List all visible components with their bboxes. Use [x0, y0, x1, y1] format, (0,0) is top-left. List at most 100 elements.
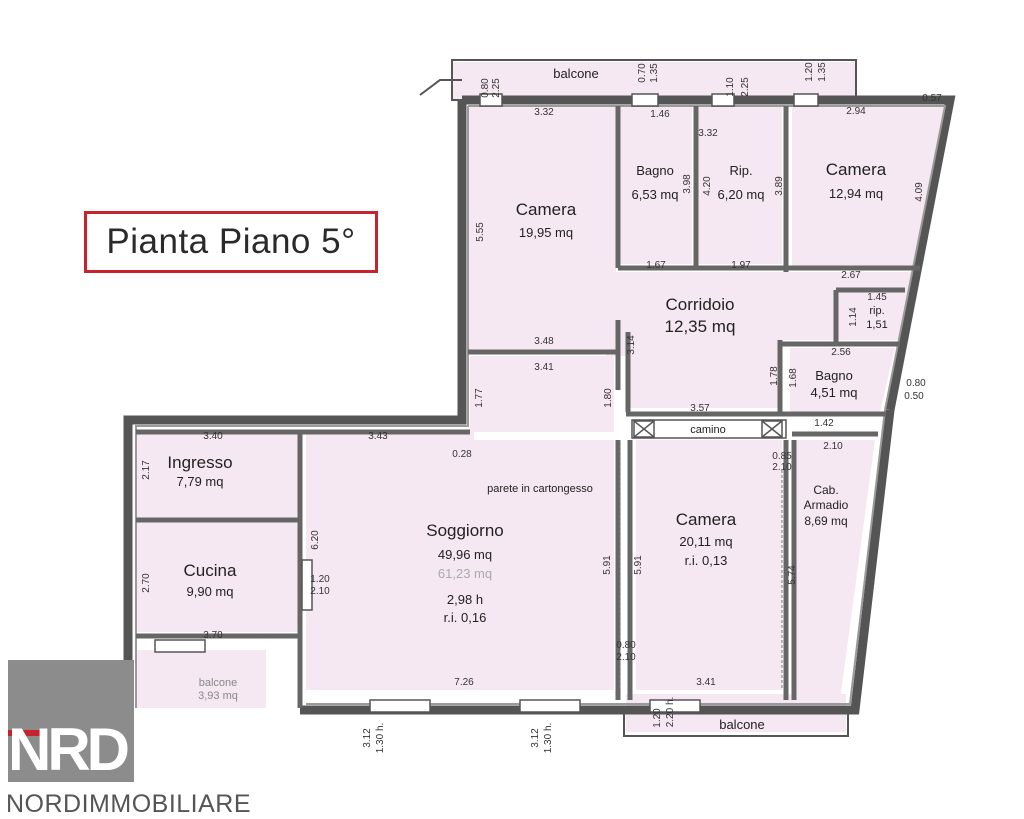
dim-v: 1.10 [725, 77, 736, 97]
page-title: Pianta Piano 5° [106, 222, 356, 261]
room-camera2-name: Camera [826, 160, 887, 179]
room-corridoio-area: 12,35 mq [665, 317, 736, 336]
dim-v: 5.91 [633, 555, 644, 575]
dim-h: 1.67 [646, 260, 666, 271]
dim-h: 2.67 [841, 270, 861, 281]
dim-v: 2.70 [141, 573, 152, 593]
room-fills [136, 62, 945, 732]
dim-v: 1.20 [804, 62, 815, 82]
dim-h: 0.50 [904, 391, 924, 402]
room-cab-name2: Armadio [804, 498, 849, 512]
room-bagno1-name: Bagno [636, 163, 674, 178]
dim-h: 3.70 [203, 630, 223, 641]
dim-v: 1.35 [649, 63, 660, 83]
dim-h: 0.80 [616, 640, 636, 651]
dim-h: 1.42 [814, 418, 834, 429]
dim-h: 3.41 [534, 362, 554, 373]
dim-h: 2.10 [772, 462, 792, 473]
title-box: Pianta Piano 5° [84, 211, 378, 273]
room-bagno2-area: 4,51 mq [811, 385, 858, 400]
dim-h: 3.43 [368, 431, 388, 442]
dim-v: 1.78 [769, 366, 780, 386]
room-soggiorno-area2: 61,23 mq [438, 566, 492, 581]
dim-v: 1.80 [603, 388, 614, 408]
partition-label: parete in cartongesso [487, 483, 593, 495]
room-bagno1-area: 6,53 mq [632, 187, 679, 202]
dim-v: 3.14 [626, 335, 637, 355]
dim-h: 0.80 [906, 378, 926, 389]
dim-h: 3.41 [696, 677, 716, 688]
dim-v: 2.25 [491, 78, 502, 98]
dim-v: 4.09 [914, 182, 925, 202]
logo-mark: NRD [8, 716, 130, 782]
room-soggiorno-area: 49,96 mq [438, 547, 492, 562]
dim-v: 1.35 [817, 62, 828, 82]
dim-v: 5.91 [602, 555, 613, 575]
dim-v: 2.17 [141, 460, 152, 480]
room-camera3-name: Camera [676, 510, 737, 529]
brand-name: NORDIMMOBILIARE [6, 790, 252, 818]
dim-h: 2.10 [823, 441, 843, 452]
dim-h: 2.94 [846, 106, 866, 117]
brand-logo: NRD [8, 660, 134, 782]
dim-h: 0.57 [922, 93, 942, 104]
dim-h: 1.97 [731, 260, 751, 271]
room-rip1-name: Rip. [729, 163, 752, 178]
room-cucina-area: 9,90 mq [187, 584, 234, 599]
camino [631, 419, 787, 439]
room-camera1-name: Camera [516, 200, 577, 219]
room-rip1-area: 6,20 mq [718, 187, 765, 202]
dim-v: 1.14 [848, 307, 859, 327]
balcone-bottom-label: balcone [719, 717, 765, 732]
dim-h: 3.32 [698, 128, 718, 139]
dim-v: 3.89 [774, 176, 785, 196]
dim-v: 1.68 [788, 368, 799, 388]
dims-vertical: 0.80 2.25 0.70 1.35 1.10 2.25 1.20 1.35 … [141, 62, 925, 753]
room-soggiorno-ri: r.i. 0,16 [444, 610, 487, 625]
dim-v: 2.25 [740, 77, 751, 97]
dim-v: 3.12 [530, 728, 541, 748]
room-camera3-ri: r.i. 0,13 [685, 553, 728, 568]
dim-h: 1.20 [310, 574, 330, 585]
dim-v: 5.74 [787, 565, 798, 585]
room-ingresso-area: 7,79 mq [177, 474, 224, 489]
window-openings [154, 93, 819, 713]
room-camera3-area: 20,11 mq [679, 534, 732, 549]
room-ingresso-name: Ingresso [167, 453, 232, 472]
dim-h: 3.57 [690, 403, 710, 414]
logo-accent [8, 730, 40, 736]
dim-v: 1.20 [652, 708, 663, 728]
dim-h: 1.45 [867, 292, 887, 303]
room-rip2-area: 1,51 [866, 319, 887, 331]
balcone-small-label: balcone [199, 677, 238, 689]
room-cucina-name: Cucina [184, 561, 237, 580]
dims-horizontal: 3.32 1.46 3.32 2.94 0.57 1.67 1.97 2.67 … [203, 93, 942, 688]
dim-h: 2.10 [310, 586, 330, 597]
interior-walls [136, 106, 920, 708]
dim-h: 3.32 [534, 107, 554, 118]
outer-walls-inner-line [135, 105, 947, 708]
dim-v: 1.30 h. [375, 723, 386, 754]
room-cab-area: 8,69 mq [804, 514, 847, 528]
dim-h: 0.28 [452, 449, 472, 460]
dim-v: 0.70 [637, 63, 648, 83]
balcone-small-area: 3,93 mq [198, 690, 238, 702]
room-camera2-area: 12,94 mq [829, 186, 883, 201]
dim-v: 2.20 h. [665, 697, 676, 728]
dim-v: 5.55 [475, 222, 486, 242]
room-bagno2-name: Bagno [815, 368, 853, 383]
room-camera1-area: 19,95 mq [519, 225, 573, 240]
dim-v: 1.30 h. [543, 723, 554, 754]
camino-label: camino [690, 424, 725, 436]
room-corridoio-name: Corridoio [666, 295, 735, 314]
dim-h: 0.85 [772, 451, 792, 462]
dim-h: 7.26 [454, 677, 474, 688]
dim-v: 3.12 [362, 728, 373, 748]
room-soggiorno-name: Soggiorno [426, 521, 504, 540]
room-rip2-name: rip. [869, 305, 884, 317]
dim-h: 1.46 [650, 109, 670, 120]
dim-v: 1.77 [474, 388, 485, 408]
dim-v: 4.20 [702, 176, 713, 196]
dim-h: 2.56 [831, 347, 851, 358]
